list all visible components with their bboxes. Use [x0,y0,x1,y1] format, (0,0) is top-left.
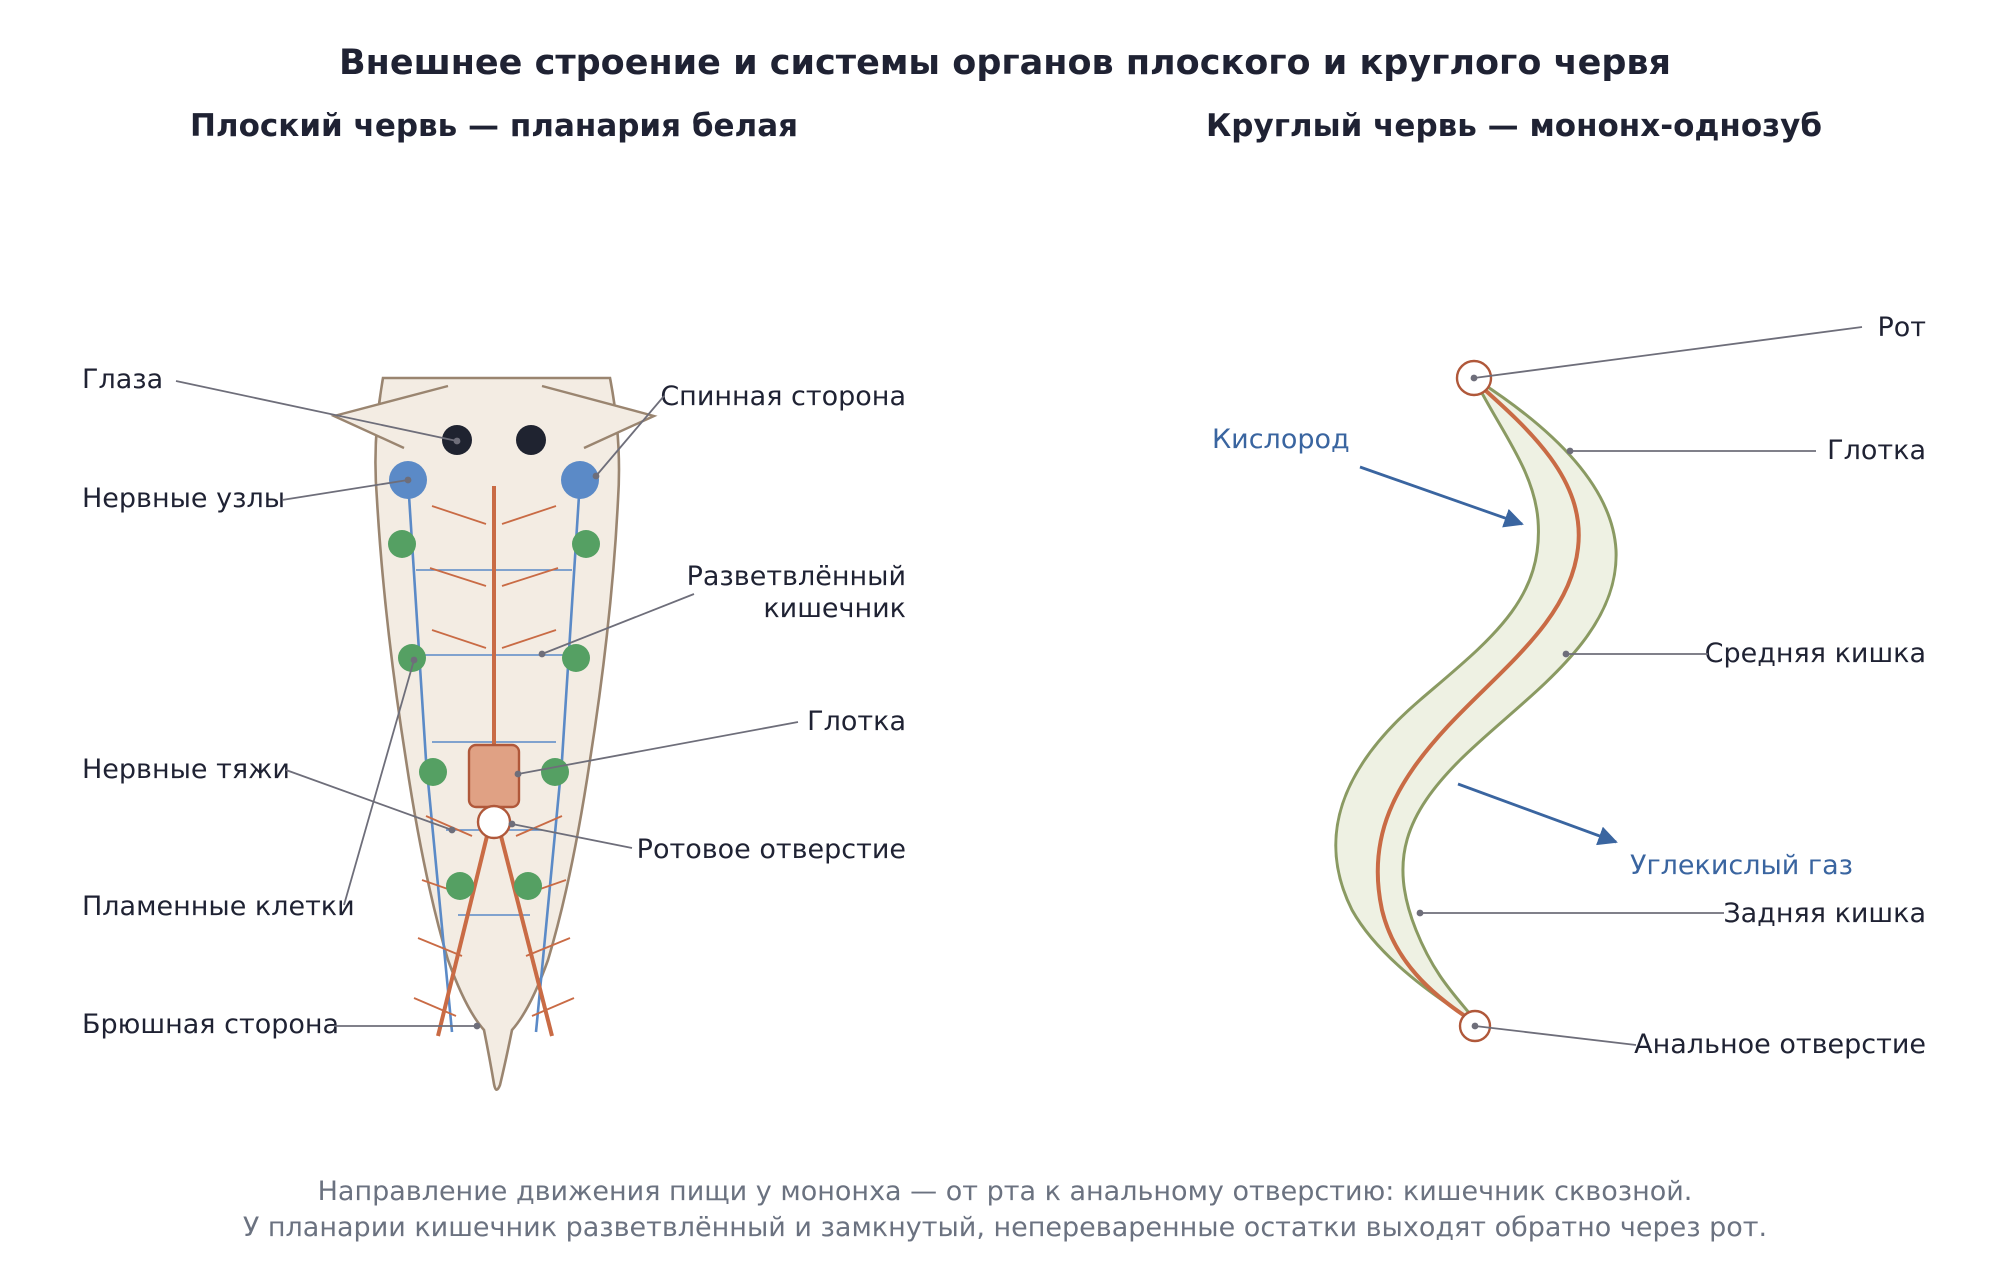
label-eyes: Глаза [82,364,163,395]
leader-dot [473,1022,481,1030]
leader-mouth [1473,326,1863,379]
label-roundworm-pharynx: Глотка [1827,435,1926,466]
label-nerve-cords: Нервные тяжи [82,754,290,785]
roundworm-body [1334,373,1618,1026]
footnote-line-1: Направление движения пищи у мононха — от… [318,1176,1693,1207]
leader-dot [508,820,516,828]
flatworm-body [374,376,621,1092]
flatworm-flame-cells [388,530,600,900]
flatworm-illustration [330,376,658,1092]
leader-dot [410,656,418,664]
label-midgut: Средняя кишка [1705,638,1926,669]
leader-mouth-opening [511,823,633,849]
label-oxygen: Кислород [1212,424,1350,455]
flatworm-gut-side-branches [413,505,575,1017]
label-dorsal-side: Спинная сторона [660,381,906,412]
label-nerve-ganglia: Нервные узлы [82,483,285,514]
leader-dot [1416,909,1424,917]
flatworm-gut-right-branch [499,835,554,1037]
label-anus: Анальное отверстие [1634,1029,1926,1060]
footnote-line-2: У планарии кишечник разветвлённый и замк… [243,1212,1767,1243]
flatworm-eye-right [516,425,546,455]
leader-dot [1566,447,1574,455]
label-mouth: Рот [1877,312,1926,343]
roundworm-labels: Кислород Углекислый газ Рот Глотка Средн… [1212,312,1926,1060]
leader-dorsal-side [595,395,665,477]
label-flame-cells: Пламенные клетки [82,891,355,922]
leader-dot [1471,1022,1479,1030]
flatworm-heading: Плоский червь — планария белая [190,108,798,144]
label-co2: Углекислый газ [1630,850,1853,881]
roundworm-illustration [1334,359,1618,1043]
label-hindgut: Задняя кишка [1723,898,1926,929]
leader-branched-gut [541,593,695,655]
label-branched-gut-line1: Разветвлённый [687,561,906,592]
leader-nerve-ganglia [281,479,409,501]
flatworm-gut-left-branch [436,835,489,1037]
label-ventral-side: Брюшная сторона [82,1009,339,1040]
flatworm-right-auricle [541,384,658,450]
leader-dot [1470,374,1478,382]
flatworm-nerve-ganglion-right [561,461,599,499]
roundworm-gut [1375,380,1581,1024]
diagram-title: Внешнее строение и системы органов плоск… [339,43,1671,83]
leader-dot [448,826,456,834]
leader-anus [1474,1025,1637,1046]
leader-dot [592,472,600,480]
label-branched-gut-line2: кишечник [763,593,906,624]
leader-dot [514,770,522,778]
label-mouth-opening: Ротовое отверстие [637,834,906,865]
leader-dot [538,650,546,658]
leader-nerve-cords [285,769,453,831]
label-flatworm-pharynx: Глотка [807,706,906,737]
leader-dot [1562,650,1570,658]
leader-flame-cells [343,659,415,906]
co2-arrow [1457,782,1618,846]
flatworm-labels: Глаза Нервные узлы Нервные тяжи Пламенны… [82,364,906,1040]
roundworm-heading: Круглый червь — мононх-однозуб [1206,108,1822,144]
flatworm-pharynx [467,743,521,809]
leader-eyes [175,380,458,442]
oxygen-arrow [1359,465,1524,528]
flatworm-left-auricle [330,384,449,450]
flatworm-mouth-opening [476,804,512,840]
leader-dot [453,437,461,445]
leader-flatworm-pharynx [517,721,799,775]
leader-dot [404,476,412,484]
